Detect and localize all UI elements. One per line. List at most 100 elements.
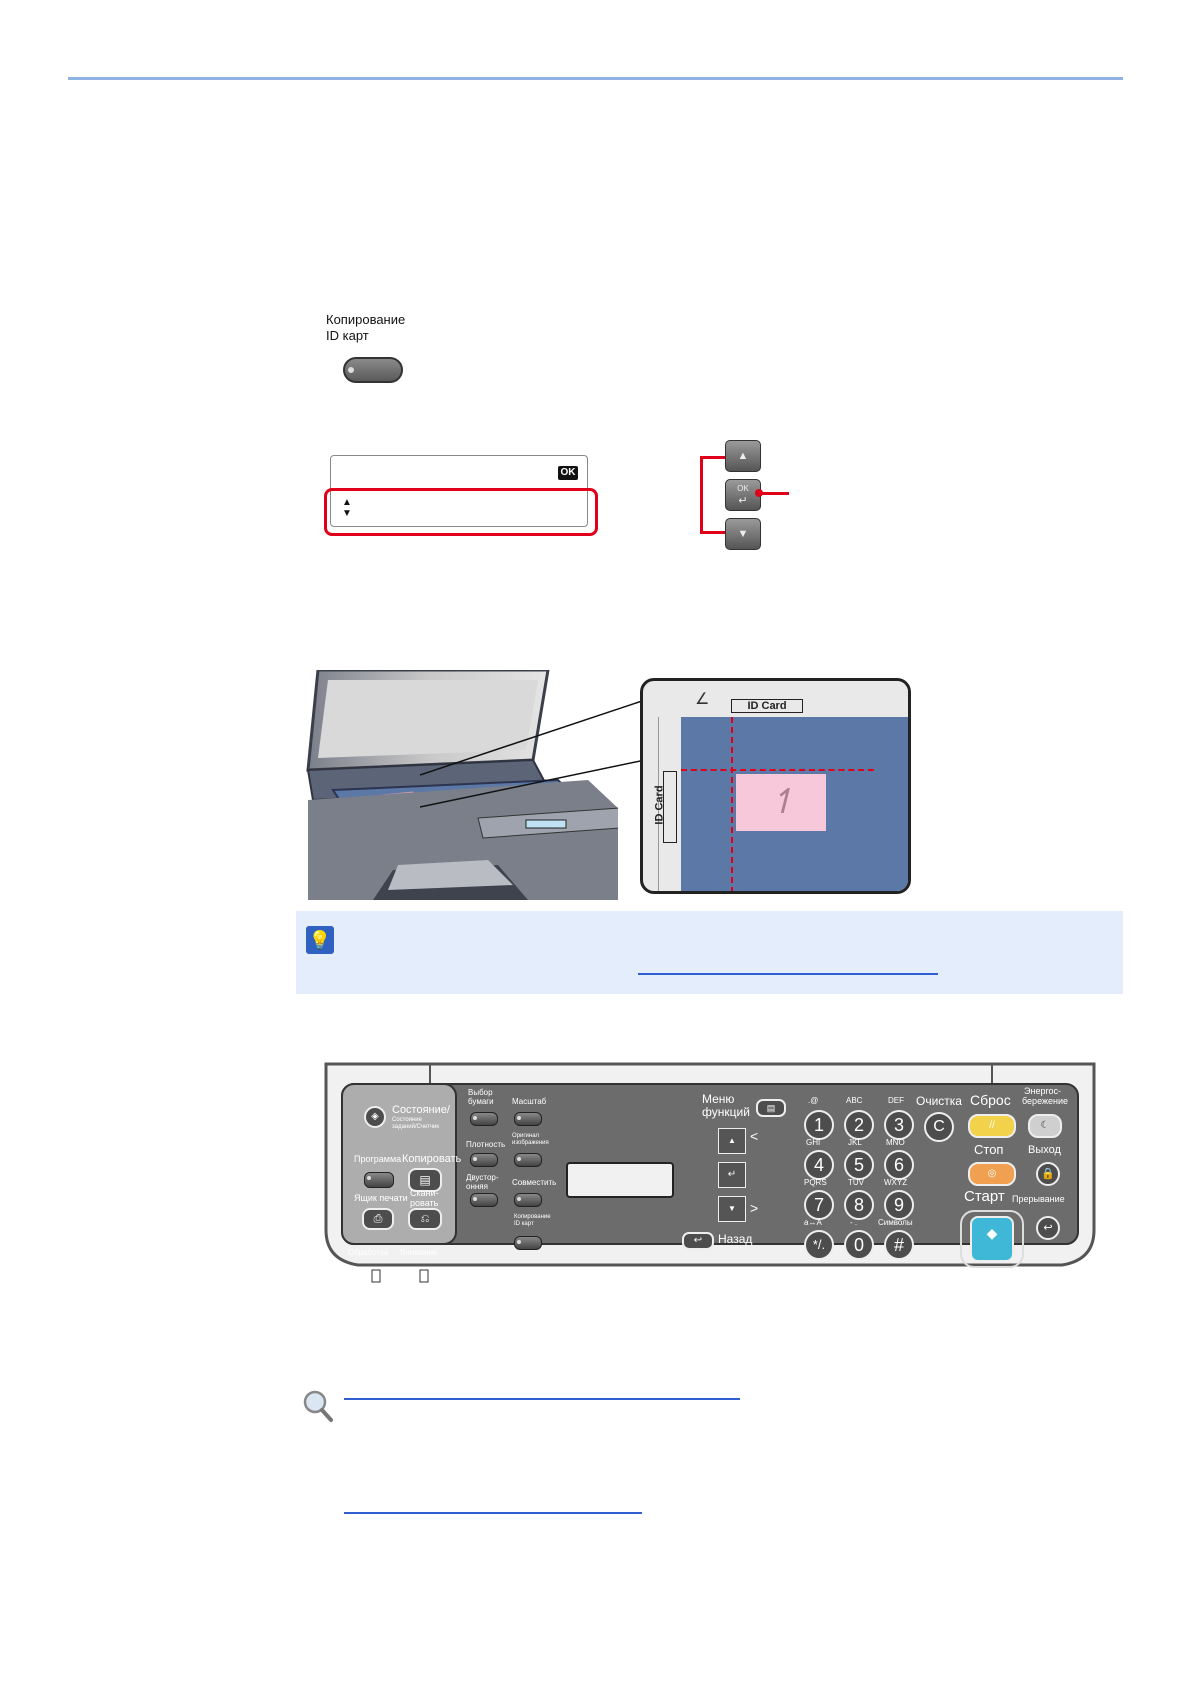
down-key[interactable]: ▼ — [725, 518, 761, 550]
lcd-up-arrow: ▲ — [342, 497, 352, 508]
key-star[interactable]: */. — [804, 1230, 834, 1260]
energy-label-1: Энергос- — [1024, 1086, 1062, 1096]
key-5[interactable]: 5 — [844, 1150, 874, 1180]
copy-label: Копировать — [402, 1153, 462, 1165]
horizontal-guide — [681, 769, 874, 771]
ok-key[interactable]: OK ↵ — [725, 479, 761, 511]
nav-less-than: < — [750, 1128, 759, 1144]
panel-down-key[interactable]: ▼ — [718, 1196, 746, 1222]
label-line-1: Копирование — [326, 312, 406, 327]
bracket-top — [700, 456, 725, 459]
key-2[interactable]: 2 — [844, 1110, 874, 1140]
copy-key[interactable]: ▤ — [408, 1168, 442, 1192]
paper-select-label-2: бумаги — [468, 1097, 494, 1106]
lcd-ok-badge: OK — [558, 466, 578, 480]
panel-lcd — [566, 1162, 674, 1198]
bracket-bottom — [700, 531, 725, 534]
bottom-link-underline[interactable] — [344, 1512, 642, 1514]
side-ruler-line — [658, 717, 659, 891]
top-id-card-label: ID Card — [731, 699, 803, 713]
scan-key[interactable]: ⎌ — [408, 1208, 442, 1230]
original-image-label-2: изображения — [512, 1140, 549, 1146]
status-sub-label: Состояние — [392, 1117, 422, 1123]
start-key[interactable]: ◆ — [970, 1216, 1014, 1262]
key6-sub: MNO — [886, 1138, 905, 1147]
interrupt-label: Прерывание — [1012, 1194, 1065, 1204]
vertical-guide — [731, 717, 733, 891]
status-key[interactable]: ◈ — [364, 1106, 386, 1128]
key-3[interactable]: 3 — [884, 1110, 914, 1140]
attention-label: Внимание — [400, 1248, 438, 1257]
id-copy-button[interactable] — [514, 1236, 542, 1250]
start-key-frame — [960, 1210, 1024, 1268]
panel-ok-key[interactable]: ↵ — [718, 1162, 746, 1188]
original-image-label-1: Оригинал — [512, 1133, 540, 1139]
scan-label-2: ровать — [410, 1198, 439, 1208]
up-key[interactable]: ▲ — [725, 440, 761, 472]
back-label: Назад — [718, 1232, 753, 1246]
id-copy-label-1: Копирование — [514, 1214, 551, 1220]
key-9[interactable]: 9 — [884, 1190, 914, 1220]
combine-label: Совместить — [512, 1178, 557, 1187]
side-id-card-frame — [663, 771, 677, 843]
key7-sub: PQRS — [804, 1178, 827, 1187]
back-key[interactable]: ↩ — [682, 1232, 714, 1250]
key-1[interactable]: 1 — [804, 1110, 834, 1140]
orientation-mark-icon: ↿ — [768, 783, 797, 821]
id-card-copy-button[interactable] — [343, 357, 403, 383]
document-box-key[interactable]: ⎙ — [362, 1208, 394, 1230]
key-4[interactable]: 4 — [804, 1150, 834, 1180]
printer-illustration — [306, 670, 618, 900]
key-0[interactable]: 0 — [844, 1230, 874, 1260]
paper-select-button[interactable] — [470, 1112, 498, 1126]
status-label: Состояние/ — [392, 1104, 450, 1116]
clear-key[interactable]: C — [924, 1112, 954, 1142]
energy-saver-key[interactable]: ☾ — [1028, 1114, 1062, 1138]
key3-sub: DEF — [888, 1096, 904, 1105]
energy-label-2: бережение — [1022, 1096, 1068, 1106]
status-sub-label-2: заданий/Счетчик — [392, 1124, 439, 1130]
logout-lock-icon[interactable]: 🔒 — [1036, 1162, 1060, 1186]
key8-sub: TUV — [848, 1178, 864, 1187]
top-rule — [68, 77, 1123, 80]
function-menu-key[interactable]: ▤ — [756, 1099, 786, 1117]
hint-lightbulb-icon: 💡 — [306, 926, 334, 954]
panel-up-key[interactable]: ▲ — [718, 1128, 746, 1154]
lcd-highlight-frame — [324, 488, 598, 536]
label-line-2: ID карт — [326, 328, 369, 343]
key0-sub: - . — [850, 1218, 858, 1227]
bracket-vertical — [700, 456, 703, 533]
zoom-button[interactable] — [514, 1112, 542, 1126]
menu-label-2: функций — [702, 1105, 750, 1119]
start-label: Старт — [964, 1188, 1005, 1205]
density-button[interactable] — [470, 1153, 498, 1167]
callout-lines — [420, 700, 646, 808]
key-hash-sub: Символы — [878, 1218, 913, 1227]
combine-button[interactable] — [514, 1193, 542, 1207]
program-button[interactable] — [364, 1172, 394, 1188]
key4-sub: GHI — [806, 1138, 821, 1147]
original-image-button[interactable] — [514, 1153, 542, 1167]
reset-key[interactable]: // — [968, 1114, 1016, 1138]
key-6[interactable]: 6 — [884, 1150, 914, 1180]
exit-label: Выход — [1028, 1144, 1061, 1156]
nav-greater-than: > — [750, 1200, 759, 1216]
scan-label-1: Скани- — [410, 1188, 439, 1198]
key-8[interactable]: 8 — [844, 1190, 874, 1220]
hint-box — [296, 911, 1123, 994]
stop-key[interactable]: ◎ — [968, 1162, 1016, 1186]
hint-link-underline[interactable] — [638, 973, 938, 975]
lcd-down-arrow: ▼ — [342, 508, 352, 519]
program-label: Программа — [354, 1154, 402, 1164]
duplex-label-2: онняя — [466, 1182, 488, 1191]
key2-sub: ABC — [846, 1096, 863, 1105]
stop-label: Стоп — [974, 1142, 1004, 1157]
ok-pointer-line — [759, 492, 789, 495]
key-7[interactable]: 7 — [804, 1190, 834, 1220]
interrupt-key[interactable]: ↩ — [1036, 1216, 1060, 1240]
reference-link-underline[interactable] — [344, 1398, 740, 1400]
key-hash[interactable]: # — [884, 1230, 914, 1260]
zoom-label: Масштаб — [512, 1097, 547, 1106]
menu-label-1: Меню — [702, 1092, 735, 1106]
duplex-button[interactable] — [470, 1193, 498, 1207]
